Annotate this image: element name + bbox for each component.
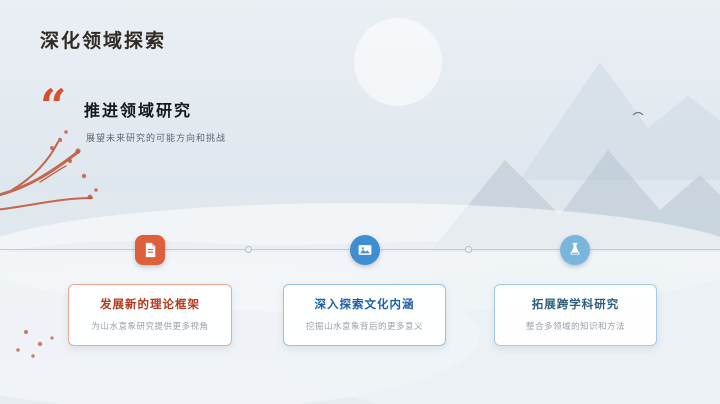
timeline-marker-2: [350, 235, 380, 265]
branch-leaves: [50, 130, 98, 200]
autumn-branch: [0, 141, 93, 211]
card-cultural-meaning: 深入探索文化内涵 挖掘山水意象背后的更多意义: [283, 284, 446, 346]
far-mountain: [520, 62, 720, 180]
card-description: 为山水意象研究提供更多视角: [91, 321, 209, 331]
card-interdisciplinary: 拓展跨学科研究 整合多领域的知识和方法: [494, 284, 657, 346]
card-title: 拓展跨学科研究: [531, 299, 620, 311]
section-heading: 推进领域研究: [84, 103, 193, 120]
card-title: 发展新的理论框架: [100, 299, 200, 311]
timeline-marker-3: [560, 235, 590, 265]
card-title: 深入探索文化内涵: [314, 299, 415, 311]
card-theory-framework: 发展新的理论框架 为山水意象研究提供更多视角: [68, 284, 232, 346]
card-description: 挖掘山水意象背后的更多意义: [305, 321, 423, 331]
card-description: 整合多领域的知识和方法: [525, 321, 625, 331]
bird-icon: [632, 111, 644, 116]
mist-sun: [354, 18, 442, 106]
section-subtitle: 展望未来研究的可能方向和挑战: [86, 133, 227, 143]
image-icon: [358, 245, 372, 255]
timeline-dot: [245, 246, 252, 253]
flask-icon: [570, 242, 580, 255]
timeline-marker-1: [135, 235, 165, 265]
red-shrubs: [16, 330, 54, 358]
document-icon: [145, 242, 156, 258]
page-title: 深化领域探索: [40, 31, 167, 52]
timeline-dot: [465, 246, 472, 253]
quote-icon: “: [40, 86, 67, 120]
